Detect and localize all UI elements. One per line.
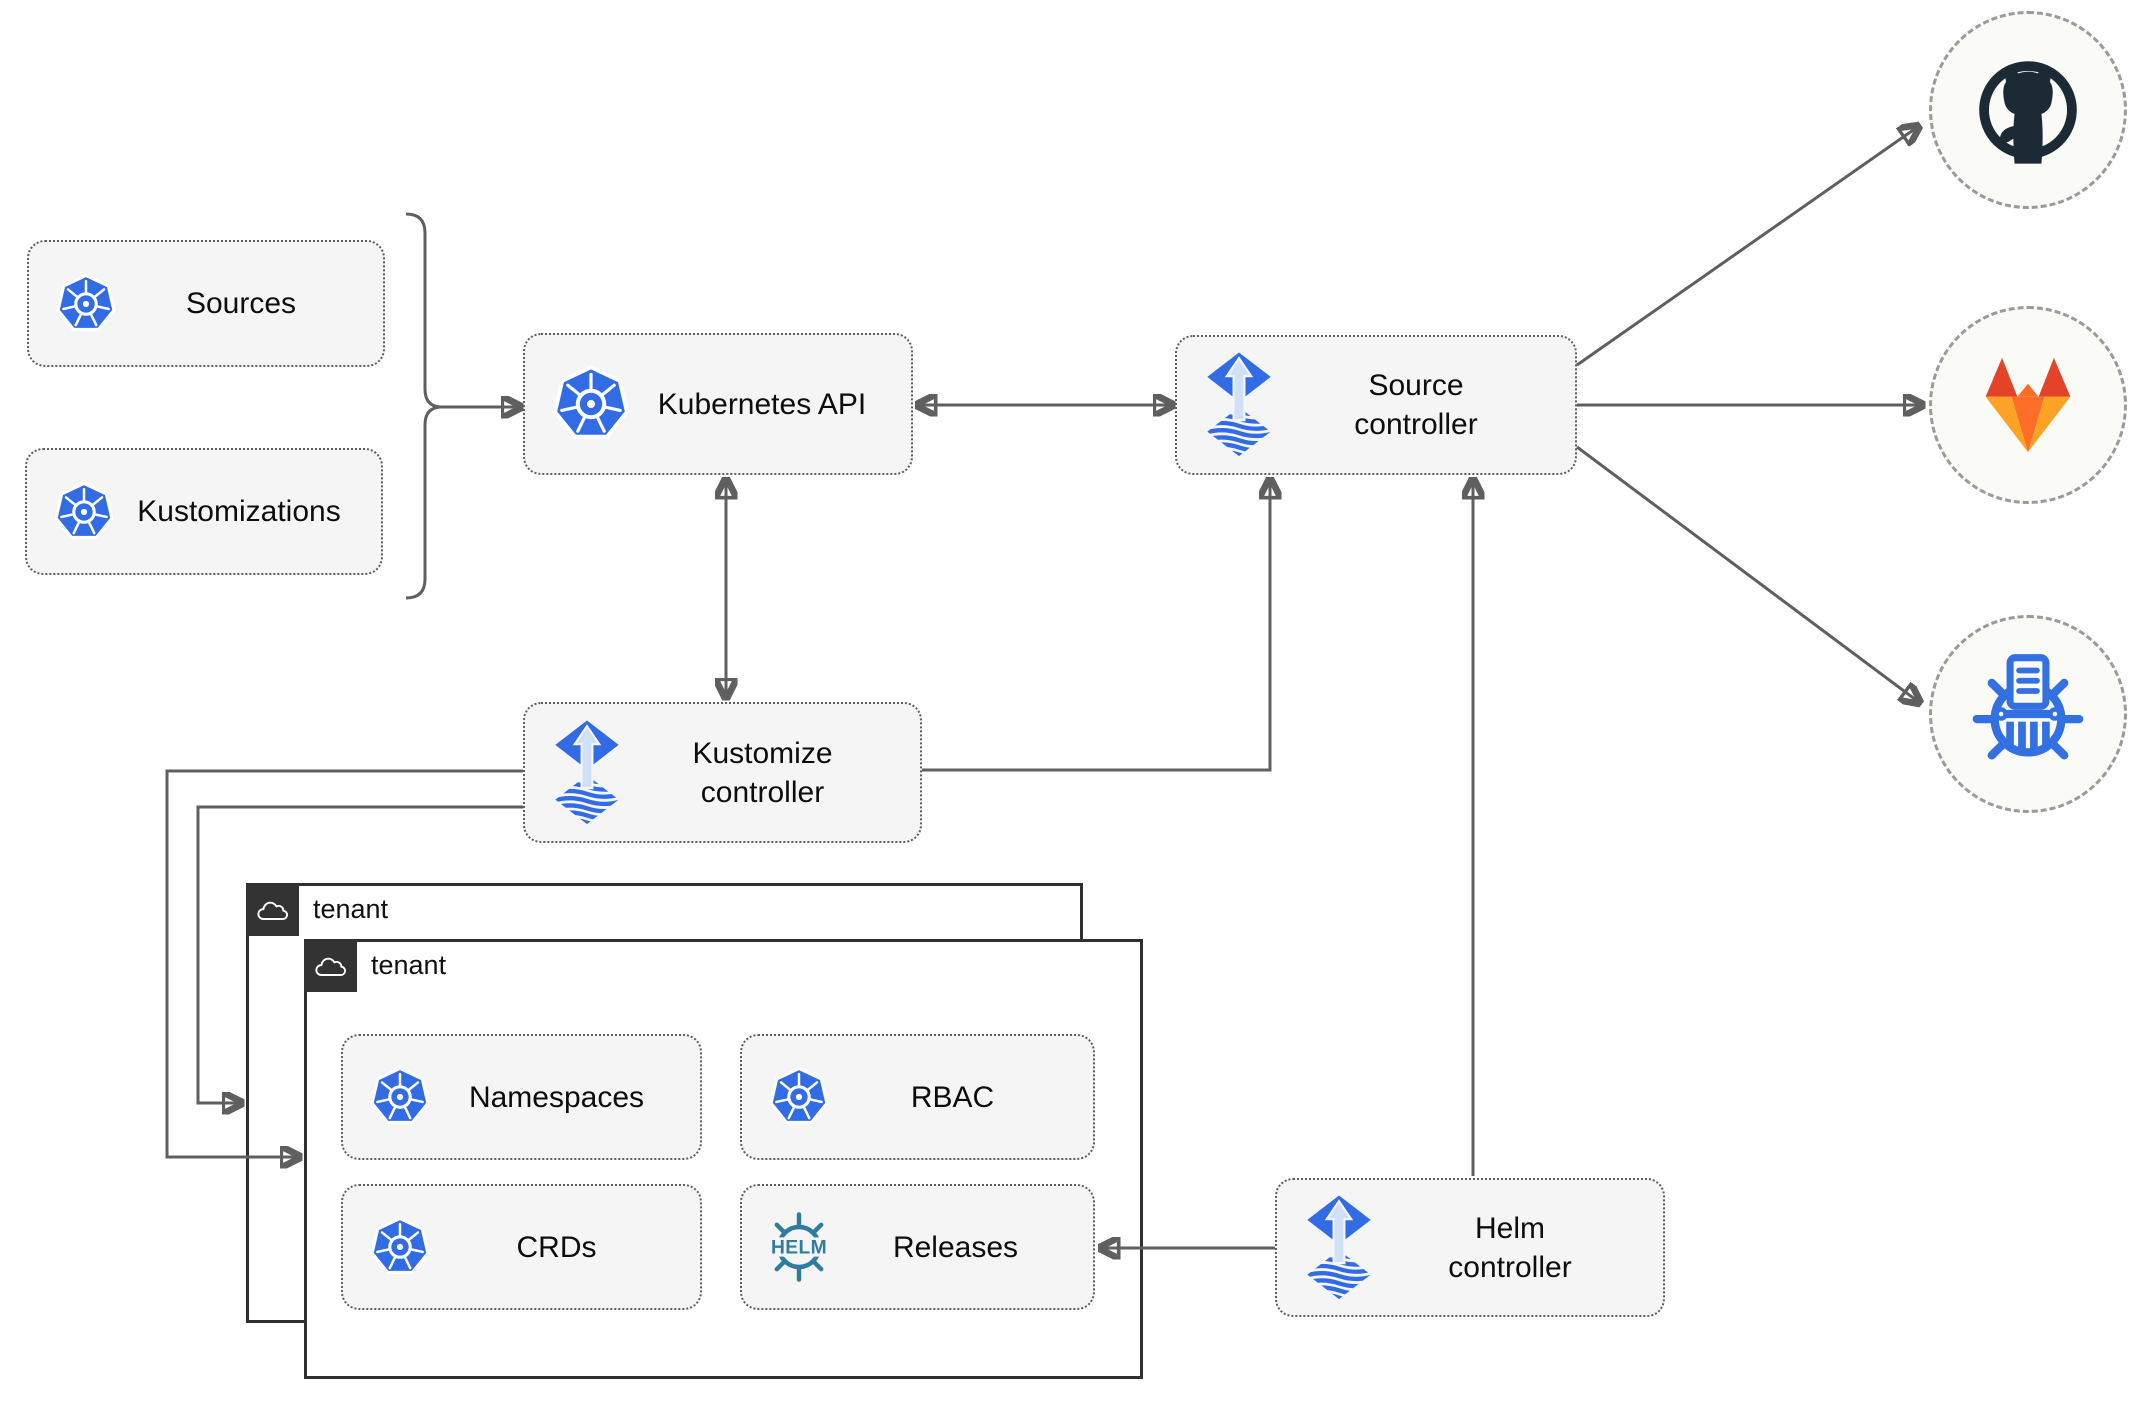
cloud-icon [246,883,299,936]
node-label: Kustomizations [137,495,341,528]
github-octocat-icon [1979,61,2077,164]
gitlab-logo [1929,306,2127,504]
github-logo [1929,11,2127,209]
cloud-icon [304,939,357,992]
node-kustomize-controller: Kustomize controller [523,702,922,843]
node-releases: HELM Releases [740,1184,1095,1310]
node-label: RBAC [910,1080,995,1114]
node-crds: CRDs [341,1184,702,1310]
kubernetes-wheel-icon [768,1066,830,1128]
node-label: Helm controller [1448,1211,1572,1284]
helm-wheel-icon: HELM [762,1210,836,1284]
edge-source-controller-to-github [1576,126,1919,367]
node-label: Source controller [1354,369,1478,441]
tenant-label: tenant [313,894,389,924]
chartmuseum-wheel-icon [1972,654,2084,760]
node-rbac: RBAC [740,1034,1095,1160]
helm-logo-text: HELM [771,1238,827,1259]
gitlab-tanuki-icon [1985,357,2071,453]
node-sources: Sources [27,240,385,367]
chartmuseum-logo [1929,615,2127,813]
node-label: Kustomize controller [692,736,833,809]
kubernetes-wheel-icon [369,1066,431,1128]
kubernetes-wheel-icon [53,481,115,543]
node-helm-controller: Helm controller [1275,1178,1665,1317]
kubernetes-wheel-icon [369,1216,431,1278]
edge-kustomize-controller-to-source-controller [922,479,1270,772]
kubernetes-wheel-icon [551,364,631,444]
node-label: Releases [892,1230,1019,1264]
kubernetes-wheel-icon [55,273,117,335]
node-label: CRDs [516,1230,597,1264]
node-source-controller: Source controller [1175,335,1577,475]
flux-diamond-arrow-icon [1303,1192,1375,1304]
flux-diamond-arrow-icon [551,717,623,829]
node-kustomizations: Kustomizations [25,448,383,575]
node-label: Sources [185,287,297,320]
node-label: Kubernetes API [657,387,867,421]
group-brace [405,212,441,600]
edge-source-controller-to-chartmuseum [1576,445,1920,703]
node-namespaces: Namespaces [341,1034,702,1160]
node-label: Namespaces [468,1080,645,1114]
tenant-label: tenant [371,950,447,980]
node-kubernetes-api: Kubernetes API [523,333,913,475]
flux-diamond-arrow-icon [1203,349,1275,461]
